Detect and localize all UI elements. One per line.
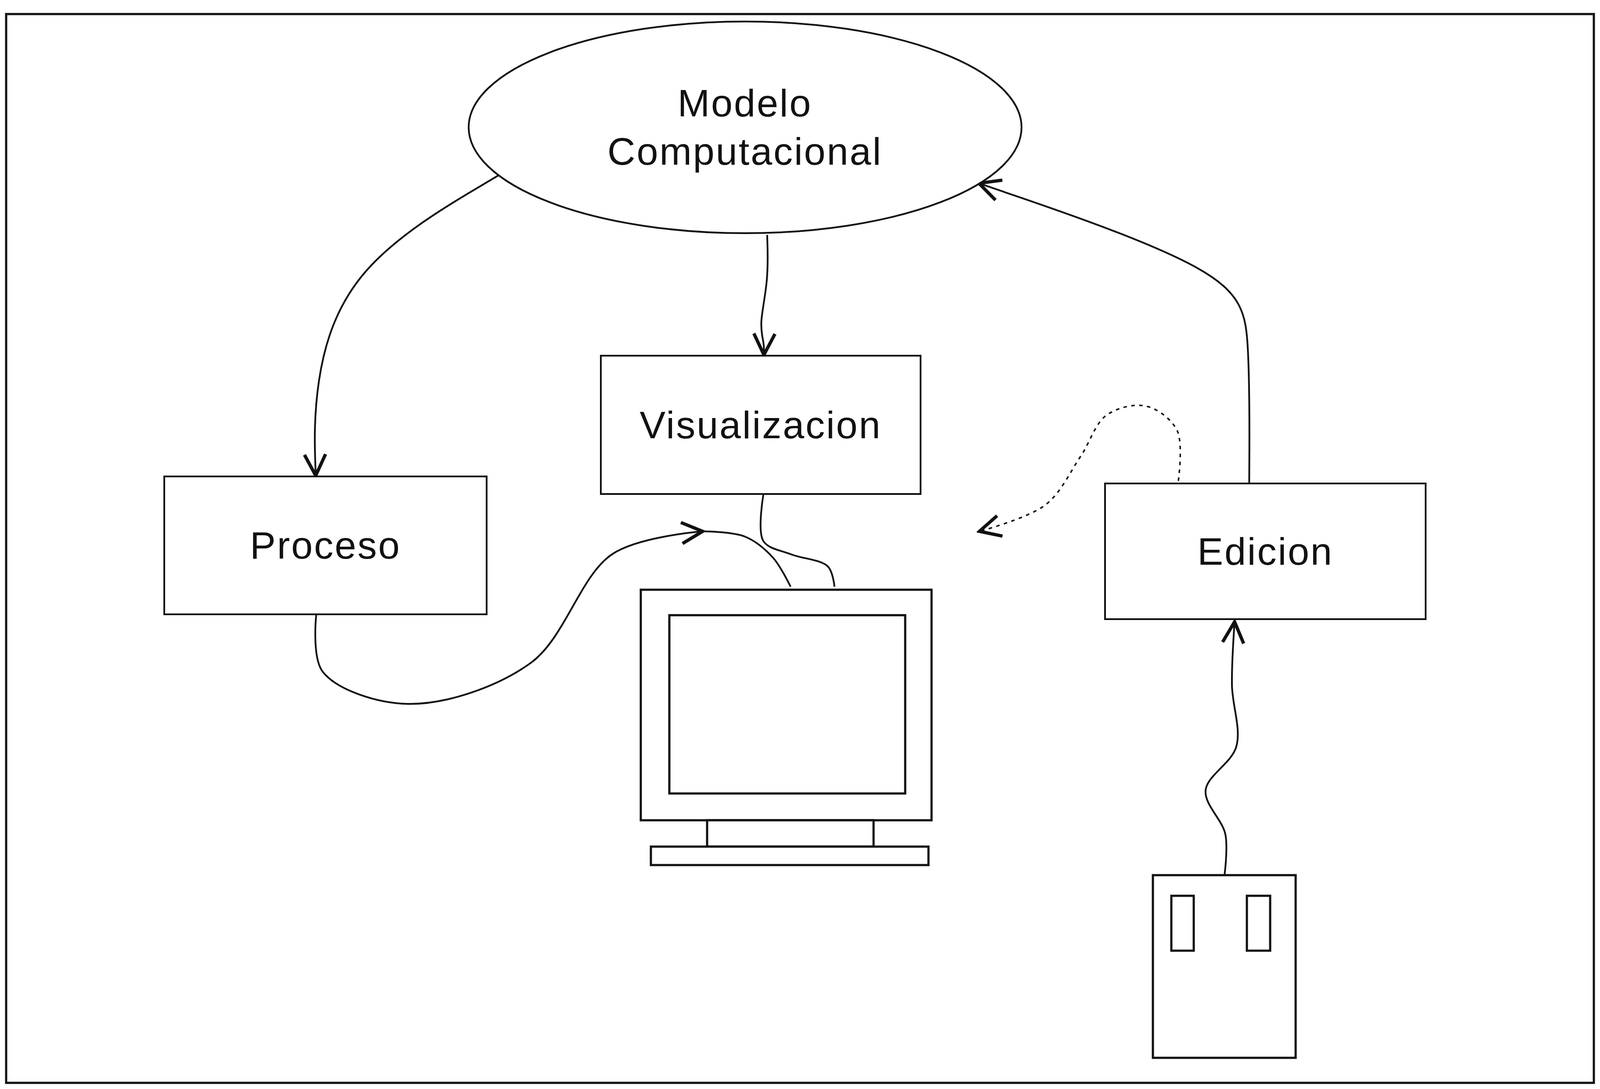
node-label: Visualizacion <box>639 400 882 450</box>
node-label: Proceso <box>249 521 401 570</box>
flow-arrow <box>761 234 768 355</box>
flow-arrow <box>978 183 1250 483</box>
edit-box: Edicion <box>1104 482 1427 621</box>
process-link <box>702 531 791 587</box>
node-label: Edicion <box>1197 527 1334 576</box>
model-ellipse: Modelo Computacional <box>466 19 1024 235</box>
ellipse-outline <box>466 19 1024 235</box>
mouse-icon <box>1152 875 1296 1059</box>
process-box: Proceso <box>163 475 488 616</box>
node-label: Modelo Computacional <box>564 79 925 176</box>
visualization-box: Visualizacion <box>599 354 922 495</box>
display-link <box>760 494 835 587</box>
monitor-icon <box>640 589 932 866</box>
mouse-cable <box>1205 621 1239 876</box>
flow-arrow <box>314 174 500 476</box>
frame-border <box>6 14 1594 1084</box>
